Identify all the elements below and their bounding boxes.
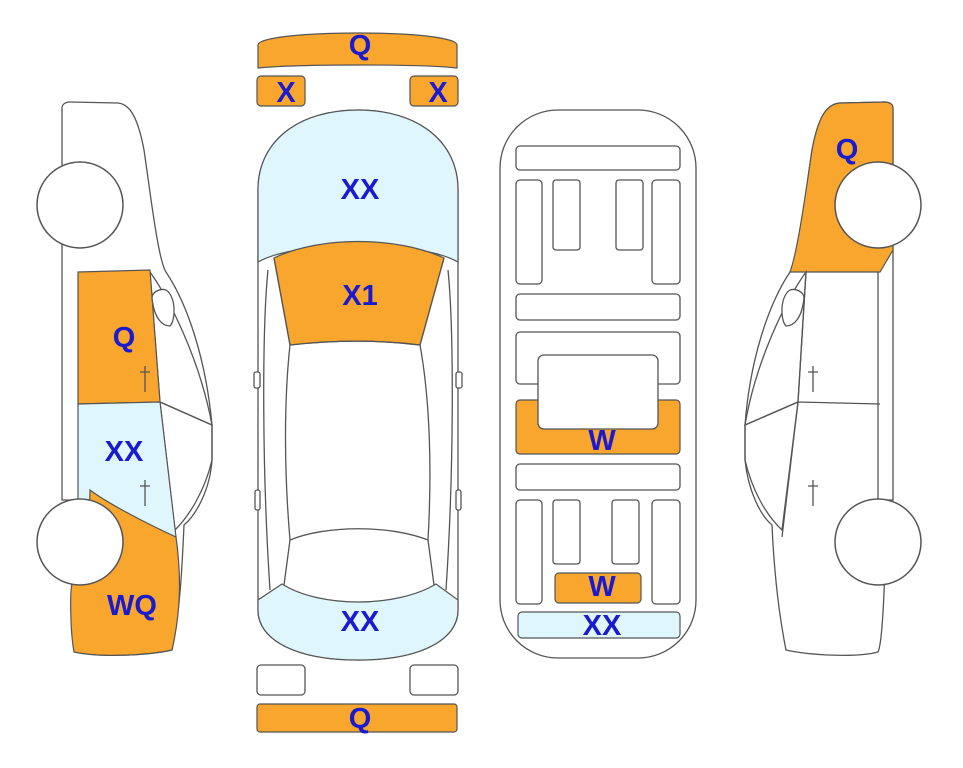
label-right-front-fender: Q bbox=[836, 134, 859, 166]
left-rear-door-handle bbox=[140, 480, 150, 506]
label-windshield: X1 bbox=[342, 280, 377, 312]
underbody-rear-left-rail bbox=[515, 499, 543, 605]
left-front-wheel bbox=[36, 161, 124, 249]
left-door-line bbox=[263, 269, 271, 591]
label-rear-bumper: Q bbox=[349, 703, 372, 735]
right-rear-door-handle bbox=[808, 480, 818, 506]
top-left-handle bbox=[254, 489, 261, 511]
top-right-handle bbox=[455, 489, 462, 511]
label-left-headlight: X bbox=[276, 77, 296, 109]
left-front-door-handle bbox=[140, 366, 150, 392]
right-taillight bbox=[409, 664, 459, 696]
right-headlight bbox=[409, 75, 459, 107]
left-taillight bbox=[256, 664, 306, 696]
top-right-mirror bbox=[455, 371, 463, 389]
underbody-front-mid-right bbox=[615, 179, 644, 251]
label-underbody-center: W bbox=[588, 425, 616, 457]
underbody-rear-panel bbox=[554, 572, 642, 604]
underbody-view: W W XX bbox=[499, 109, 697, 659]
rear-bumper bbox=[256, 703, 458, 733]
underbody-front-plate bbox=[515, 145, 681, 171]
underbody-front-mid-left bbox=[552, 179, 581, 251]
underbody-front-left-rail bbox=[515, 179, 543, 285]
underbody-rear-mid-right bbox=[611, 499, 640, 565]
left-rear-window-frame bbox=[159, 400, 213, 532]
left-mirror bbox=[151, 288, 175, 327]
right-front-wheel bbox=[834, 161, 922, 249]
underbody-crossmember-2 bbox=[515, 463, 681, 491]
underbody-rear-mid-left bbox=[552, 499, 581, 565]
label-front-bumper: Q bbox=[349, 30, 372, 62]
label-hood: XX bbox=[341, 174, 380, 206]
right-door-line bbox=[445, 269, 453, 591]
rear-window-panel bbox=[257, 583, 459, 661]
roof-outline bbox=[284, 340, 431, 541]
underbody-rear-right-rail bbox=[651, 499, 681, 605]
label-left-rear-quarter: WQ bbox=[107, 590, 157, 622]
label-underbody-rear: W bbox=[588, 571, 616, 603]
right-door-divider bbox=[781, 271, 881, 538]
label-right-headlight: X bbox=[428, 77, 448, 109]
underbody-crossmember-1 bbox=[515, 293, 681, 321]
label-rear-window: XX bbox=[341, 606, 380, 638]
top-view: Q X X XX X1 XX Q bbox=[253, 30, 463, 735]
underbody-front-right-rail bbox=[651, 179, 681, 285]
label-left-front-door: Q bbox=[113, 322, 136, 354]
left-rear-wheel bbox=[36, 498, 124, 586]
label-left-rear-door: XX bbox=[105, 436, 144, 468]
right-front-door-handle bbox=[808, 366, 818, 392]
right-mirror bbox=[781, 288, 805, 327]
right-side-view: Q bbox=[744, 101, 922, 656]
label-underbody-rear-strip: XX bbox=[583, 610, 622, 642]
front-bumper bbox=[257, 32, 458, 69]
right-rear-window-frame bbox=[744, 400, 799, 532]
left-side-view: Q XX WQ bbox=[36, 101, 213, 656]
top-left-mirror bbox=[253, 371, 261, 389]
right-rear-wheel bbox=[834, 498, 922, 586]
underbody-center-box bbox=[537, 354, 659, 430]
left-headlight bbox=[256, 75, 306, 107]
underbody-rear-strip bbox=[517, 611, 681, 639]
